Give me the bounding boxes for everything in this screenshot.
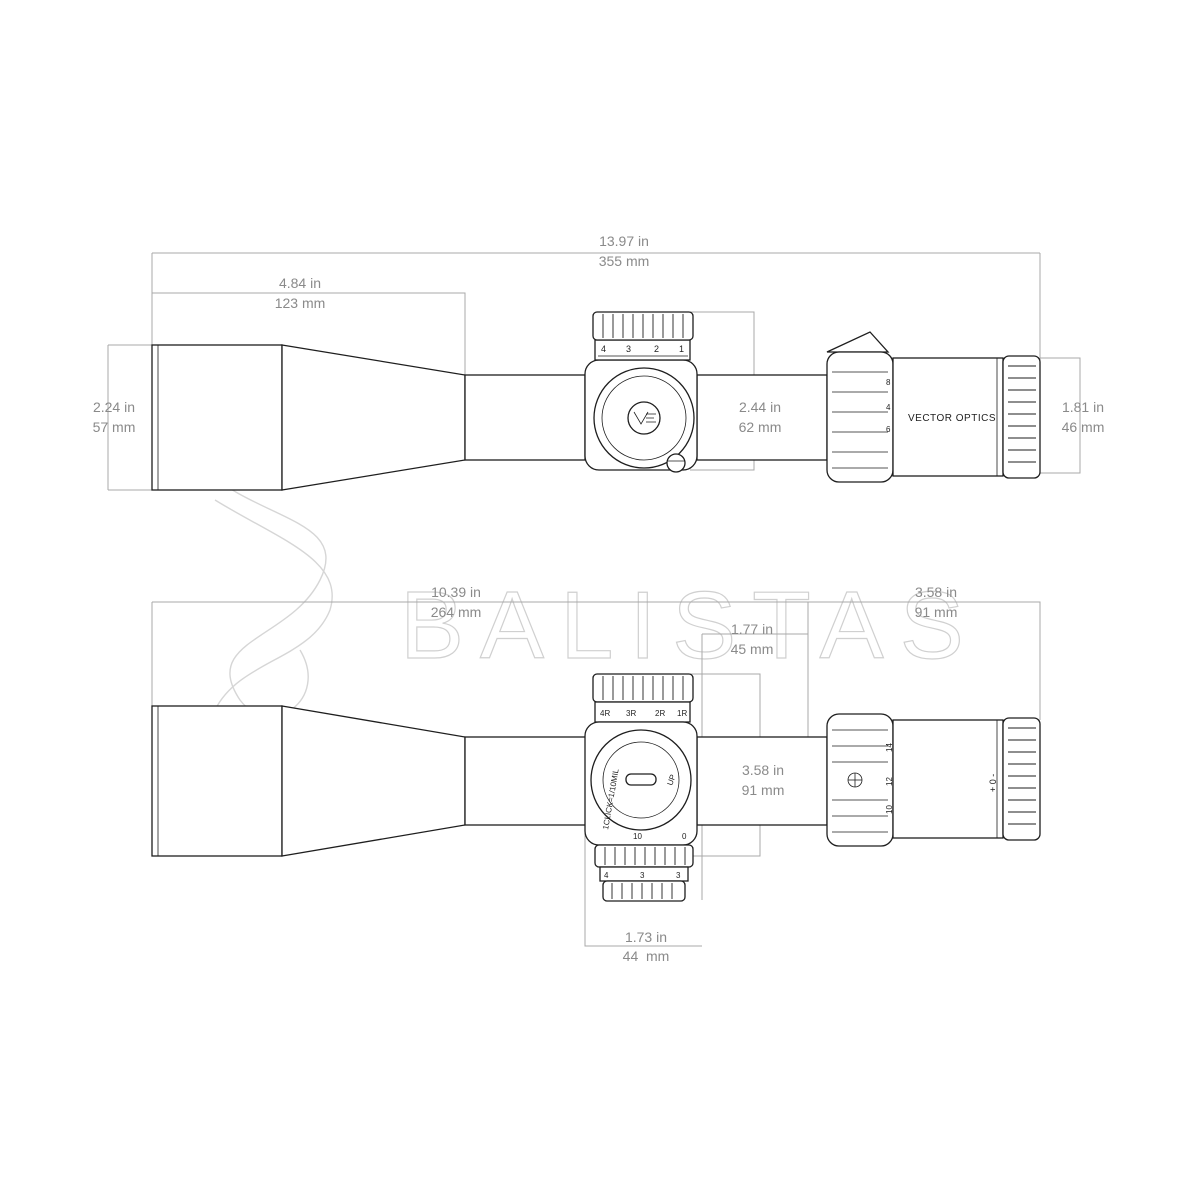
- dim-turret-height-mm: 62 mm: [739, 419, 782, 435]
- objective-taper: [281, 344, 466, 491]
- diopter-ring[interactable]: [1002, 355, 1041, 479]
- lower-turret-knob[interactable]: [594, 844, 694, 868]
- dim-eyepiece-diameter-in: 1.81 in: [1062, 399, 1104, 415]
- dial-number-0: 0: [682, 832, 687, 841]
- dim-turret-width-in: 1.73 in: [625, 929, 667, 945]
- side-turret-scale-1r: 1R: [677, 709, 687, 718]
- diopter-label: + 0 -: [988, 774, 998, 792]
- side-ring-scale-14: 14: [885, 743, 894, 752]
- ring-scale-4: 4: [886, 403, 891, 412]
- dim-turret-span-mm: 91 mm: [742, 782, 785, 798]
- side-diopter-ring[interactable]: [1002, 717, 1041, 841]
- main-tube-front: [464, 374, 586, 461]
- dim-front-length-mm: 264 mm: [431, 604, 482, 620]
- dim-rear-length-mm: 91 mm: [915, 604, 958, 620]
- dim-objective-length-in: 4.84 in: [279, 275, 321, 291]
- side-ring-scale-12: 12: [885, 777, 894, 786]
- side-turret-scale-3r: 3R: [626, 709, 636, 718]
- dim-turret-span-in: 3.58 in: [742, 762, 784, 778]
- dim-overall-in: 13.97 in: [599, 233, 649, 249]
- dim-turret-width-mm: 44 mm: [623, 948, 670, 964]
- dial-up-text: UP: [665, 773, 677, 787]
- top-view: 4 3 2 1 8 4 6: [93, 233, 1105, 491]
- dial-number-10: 10: [633, 832, 642, 841]
- brand-logo-icon: [627, 401, 661, 435]
- ring-scale-6: 6: [886, 425, 891, 434]
- dim-eye-to-tube-mm: 45 mm: [731, 641, 774, 657]
- top-turret: 4 3 2 1: [584, 311, 698, 473]
- turret-scale-2: 2: [654, 344, 659, 354]
- magnification-ring[interactable]: 8 4 6: [826, 331, 894, 483]
- side-objective-bell: [151, 705, 283, 857]
- dim-objective-diameter-mm: 57 mm: [93, 419, 136, 435]
- side-objective-taper: [281, 705, 466, 857]
- turret-scale-1: 1: [679, 344, 684, 354]
- side-turret-scale-2r: 2R: [655, 709, 665, 718]
- turret-scale-4: 4: [601, 344, 606, 354]
- dim-eye-to-tube-in: 1.77 in: [731, 621, 773, 637]
- side-ring-scale-10: 10: [885, 805, 894, 814]
- turret-scale-3: 3: [626, 344, 631, 354]
- dim-turret-height-in: 2.44 in: [739, 399, 781, 415]
- side-magnification-ring[interactable]: 14 12 10: [826, 713, 894, 847]
- objective-bell: [151, 344, 283, 491]
- lower-scale-3b: 3: [676, 871, 681, 880]
- watermark-swoosh-icon: [204, 469, 333, 718]
- side-eyepiece-body: [892, 719, 1004, 839]
- ring-scale-8: 8: [886, 378, 891, 387]
- dim-objective-length-mm: 123 mm: [275, 295, 326, 311]
- lower-scale-3a: 3: [640, 871, 645, 880]
- lower-scale-4: 4: [604, 871, 609, 880]
- main-tube-rear: [696, 374, 828, 461]
- dial-slot-icon: [625, 773, 657, 786]
- side-main-tube-rear: [696, 736, 828, 826]
- watermark: BALISTAS: [204, 469, 980, 718]
- side-view: 4R 3R 2R 1R 1CLICK=1/10MIL UP 10 0 4 3: [151, 584, 1041, 964]
- watermark-text: BALISTAS: [400, 572, 980, 679]
- dim-eyepiece-diameter-mm: 46 mm: [1062, 419, 1105, 435]
- dim-rear-length-in: 3.58 in: [915, 584, 957, 600]
- side-main-tube-front: [464, 736, 591, 826]
- side-turret: 4R 3R 2R 1R 1CLICK=1/10MIL UP 10 0 4 3: [584, 673, 698, 902]
- parallax-knob[interactable]: [666, 453, 686, 473]
- dim-objective-diameter-in: 2.24 in: [93, 399, 135, 415]
- side-turret-scale-4r: 4R: [600, 709, 610, 718]
- dim-front-length-in: 10.39 in: [431, 584, 481, 600]
- dim-overall-mm: 355 mm: [599, 253, 650, 269]
- brand-label: VECTOR OPTICS: [908, 413, 996, 424]
